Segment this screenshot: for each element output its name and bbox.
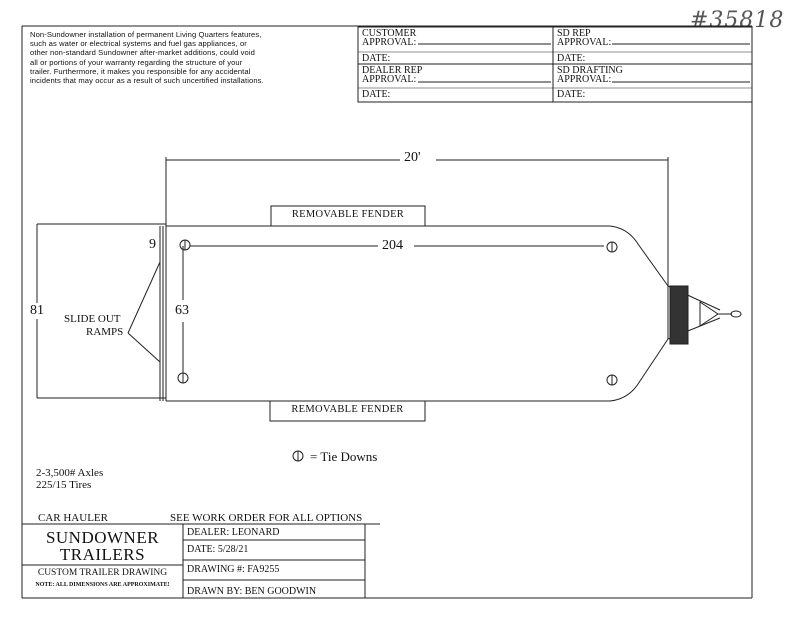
inner-length-dimension: 204: [380, 238, 405, 254]
overall-length-dimension: 20': [402, 150, 423, 166]
disclaimer-line: Non-Sundowner installation of permanent …: [30, 30, 262, 39]
top-fender-label: REMOVABLE FENDER: [291, 209, 405, 220]
sd-rep-label: SD REP: [557, 28, 591, 39]
see-work-order-note: SEE WORK ORDER FOR ALL OPTIONS: [170, 512, 363, 524]
model-name: CAR HAULER: [38, 512, 108, 524]
bottom-fender-label: REMOVABLE FENDER: [291, 404, 404, 415]
sd-drafting-label: SD DRAFTING: [557, 65, 623, 76]
date-field: DATE: 5/28/21: [187, 544, 249, 555]
tires-spec: 225/15 Tires: [36, 479, 92, 491]
overall-width-dimension: 81: [28, 303, 46, 319]
sd-rep-date-label: DATE:: [557, 53, 586, 64]
front-offset-dimension: 9: [147, 237, 158, 253]
drawn-by-field: DRAWN BY: BEN GOODWIN: [187, 586, 317, 597]
tie-down-icon: [177, 372, 189, 384]
dealer-approval-label: APPROVAL:: [362, 74, 417, 85]
sd-rep-approval-label: APPROVAL:: [557, 37, 612, 48]
inner-width-dimension: 63: [173, 303, 191, 319]
brand-line-2: TRAILERS: [59, 545, 146, 564]
disclaimer-line: incidents that may occur as a result of …: [30, 76, 264, 86]
sd-drafting-approval-label: APPROVAL:: [557, 74, 612, 85]
sd-drafting-date-label: DATE:: [557, 89, 586, 100]
disclaimer-line: trailer. Furthermore, it makes you respo…: [30, 66, 251, 76]
drawing-number-field: DRAWING #: FA9255: [187, 564, 280, 575]
tie-down-icon: [606, 374, 618, 386]
tie-down-legend-icon: [292, 450, 304, 462]
customer-label: CUSTOMER: [362, 28, 417, 39]
customer-approval-label: APPROVAL:: [362, 37, 417, 48]
warranty-disclaimer: Non-Sundowner installation of permanent …: [30, 30, 358, 85]
tie-down-icon: [179, 239, 191, 251]
dealer-date-label: DATE:: [362, 89, 391, 100]
disclaimer-line: such as water or electrical systems and …: [30, 39, 247, 49]
axles-spec: 2-3,500# Axles: [36, 467, 104, 479]
tie-downs-legend: = Tie Downs: [310, 449, 378, 464]
disclaimer-line: other non-standard Sundowner after-marke…: [30, 48, 255, 58]
drawing-type: CUSTOM TRAILER DRAWING: [37, 568, 168, 578]
dimensions-note: NOTE: ALL DIMENSIONS ARE APPROXIMATE!: [35, 582, 170, 588]
slide-out-label: SLIDE OUT: [64, 313, 121, 325]
ramps-label: RAMPS: [86, 326, 124, 338]
brand-line-1: SUNDOWNER: [45, 528, 160, 547]
handwritten-order-number: #35818: [690, 8, 785, 33]
tie-down-icon: [606, 241, 618, 253]
disclaimer-line: all or portions of your warranty regardi…: [30, 57, 243, 67]
dealer-field: DEALER: LEONARD: [187, 527, 280, 538]
dealer-rep-label: DEALER REP: [362, 65, 423, 76]
customer-date-label: DATE:: [362, 53, 391, 64]
